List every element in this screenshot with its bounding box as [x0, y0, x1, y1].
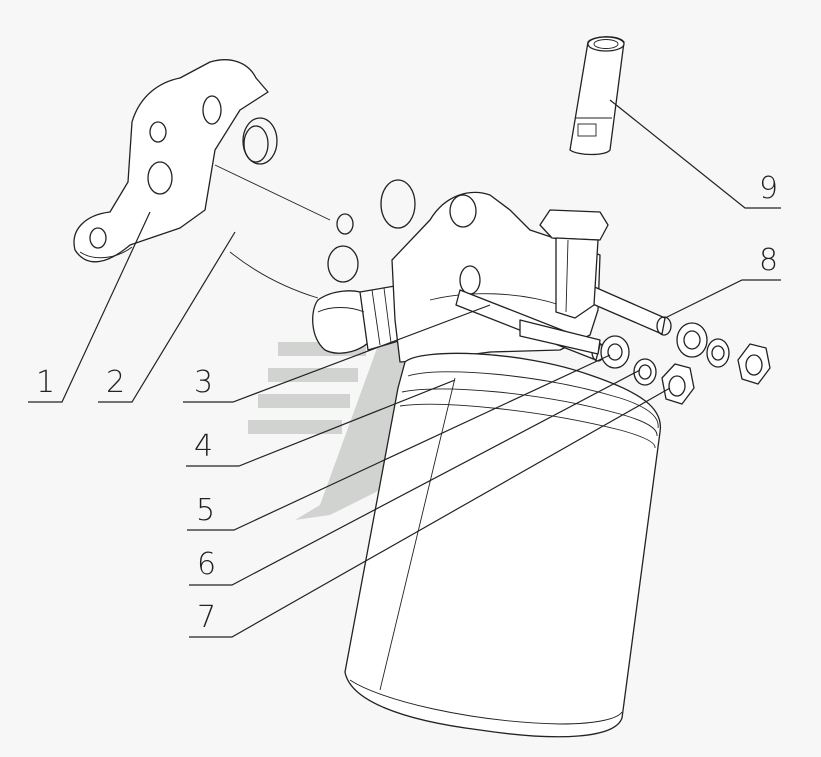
callout-1: 1: [36, 365, 55, 400]
sleeve: [569, 36, 625, 156]
callout-leaders: [28, 99, 781, 638]
filter-canister: [344, 352, 662, 738]
callout-2: 2: [106, 365, 125, 400]
valve-body-block: [214, 117, 416, 299]
callout-labels: 1 2 3 4 5 6 7 8 9: [36, 171, 778, 635]
callout-4: 4: [194, 429, 213, 464]
callout-7: 7: [197, 600, 216, 635]
callout-3: 3: [194, 365, 213, 400]
union-fitting: [312, 285, 403, 354]
callout-6: 6: [197, 547, 216, 582]
callout-9: 9: [759, 171, 778, 206]
washers-and-nuts: [600, 322, 771, 405]
callout-5: 5: [196, 493, 215, 528]
vent-plug: [539, 209, 609, 319]
bracket-plate: [73, 59, 269, 263]
callout-8: 8: [759, 243, 778, 278]
